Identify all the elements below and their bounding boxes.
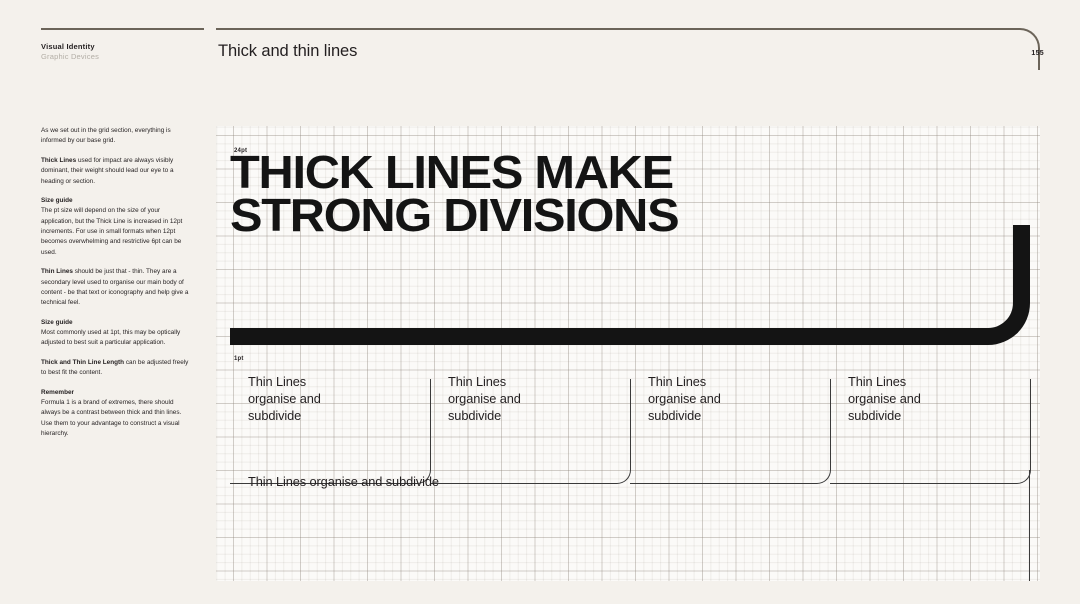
sidebar-copy: As we set out in the grid section, every… (41, 126, 189, 439)
thick-line-graphic (230, 225, 1030, 345)
thin-line-column-label: Thin Lines organise and subdivide (448, 374, 521, 423)
thick-lines-lead: Thick Lines (41, 156, 77, 164)
breadcrumb-subsection: Graphic Devices (41, 52, 100, 62)
thin-line-column: Thin Lines organise and subdivide (430, 370, 631, 484)
breadcrumb: Visual Identity Graphic Devices (41, 42, 99, 62)
thin-line-columns: Thin Lines organise and subdivide Thin L… (230, 370, 1031, 484)
size-guide-2-heading: Size guide (41, 318, 73, 326)
thin-line-column: Thin Lines organise and subdivide (230, 370, 431, 484)
size-guide-1-body: The pt size will depend on the size of y… (41, 207, 183, 256)
breadcrumb-section: Visual Identity (41, 42, 95, 51)
line-length-lead: Thick and Thin Line Length (41, 358, 125, 366)
paragraph-line-length: Thick and Thin Line Length can be adjust… (41, 358, 189, 379)
thin-line-wide-label: Thin Lines organise and subdivide (248, 474, 439, 489)
thin-lines-body: should be just that - thin. They are a s… (41, 268, 189, 307)
remember-heading: Remember (41, 388, 75, 396)
thin-line-column: Thin Lines organise and subdivide (830, 370, 1031, 484)
header-rule-left (41, 28, 204, 30)
headline-specimen: THICK LINES MAKE STRONG DIVISIONS (230, 146, 680, 241)
thin-line-column-label: Thin Lines organise and subdivide (648, 374, 721, 423)
thin-line-column-label: Thin Lines organise and subdivide (248, 374, 321, 423)
thin-line-column-label: Thin Lines organise and subdivide (848, 374, 921, 423)
thin-lines-lead: Thin Lines (41, 268, 73, 276)
header-rule-right (216, 28, 1040, 70)
page-number: 155 (1031, 50, 1044, 57)
thick-line-size-label: 24pt (234, 148, 248, 154)
thin-line-size-label: 1pt (234, 356, 244, 362)
thin-line-wide-block: Thin Lines organise and subdivide (230, 470, 1030, 581)
thick-lines-body: used for impact are always visibly domin… (41, 156, 174, 185)
size-guide-1-heading: Size guide (41, 196, 73, 204)
thin-line-column: Thin Lines organise and subdivide (630, 370, 831, 484)
line-length-body: can be adjusted freely to best fit the c… (41, 358, 189, 377)
size-guide-2-body: Most commonly used at 1pt, this may be o… (41, 329, 181, 347)
page-title: Thick and thin lines (218, 42, 358, 60)
grid-canvas: 24pt THICK LINES MAKE STRONG DIVISIONS 1… (216, 126, 1040, 581)
remember-body: Formula 1 is a brand of extremes, there … (41, 398, 182, 437)
paragraph-intro: As we set out in the grid section, every… (41, 127, 171, 145)
paragraph-thin-lines: Thin Lines should be just that - thin. T… (41, 267, 189, 309)
paragraph-thick-lines: Thick Lines used for impact are always v… (41, 156, 189, 187)
